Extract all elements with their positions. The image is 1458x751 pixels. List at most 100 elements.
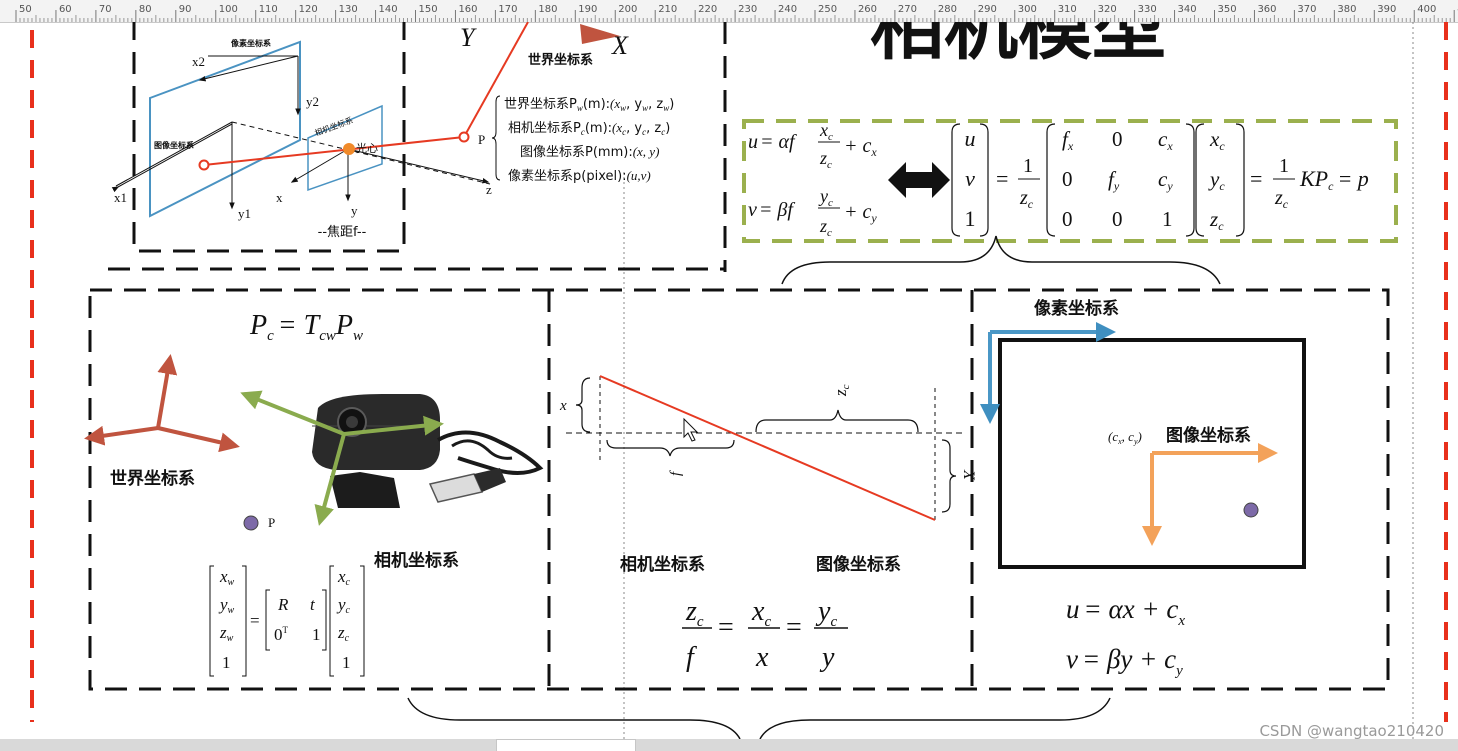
- ruler-tick-label: 380: [1337, 4, 1356, 15]
- svg-text:yc: yc: [815, 596, 837, 630]
- ruler-tick-label: 90: [179, 4, 192, 15]
- ruler-tick-label: 280: [938, 4, 957, 15]
- optical-center-dot: [343, 143, 355, 155]
- label-x1: x1: [114, 190, 127, 205]
- ruler-tick-label: 70: [99, 4, 112, 15]
- legend-line-image: 图像坐标系P(mm):(x, y): [520, 144, 659, 160]
- svg-text:yc: yc: [818, 186, 833, 209]
- big-Y: Y: [460, 23, 477, 52]
- label-P: P: [478, 132, 485, 147]
- point-P-dot: [243, 515, 259, 531]
- similar-triangle-ratio: zc f = xc x = yc y: [682, 596, 848, 673]
- svg-text:xc: xc: [819, 120, 833, 143]
- svg-text:+ cx: + cx: [844, 135, 877, 159]
- big-X: X: [611, 31, 629, 60]
- pixel-point-dot: [1243, 502, 1259, 518]
- svg-text:zc: zc: [819, 148, 832, 171]
- f-label: f: [668, 470, 684, 476]
- svg-text:fy: fy: [1108, 167, 1120, 193]
- svg-text:0T: 0T: [274, 625, 289, 644]
- bottom-outer-frame: [88, 288, 1390, 691]
- svg-text:t: t: [310, 595, 316, 614]
- world-axis-up: [156, 354, 178, 429]
- ruler-tick-label: 300: [1018, 4, 1037, 15]
- svg-text:0: 0: [1062, 207, 1073, 231]
- pixel-eq-v: v= βy + cy: [1066, 644, 1183, 679]
- ruler-tick-label: 220: [698, 4, 717, 15]
- world-axis-right: [157, 426, 240, 453]
- svg-text:像素坐标系p(pixel):(u,v): 像素坐标系p(pixel):(u,v): [508, 168, 651, 184]
- point-P-label: P: [268, 515, 275, 530]
- svg-text:=: =: [250, 611, 260, 630]
- bottom-tab[interactable]: [496, 739, 636, 751]
- extrinsic-eq: Pc= TcwPw: [249, 310, 363, 344]
- svg-text:zw: zw: [219, 623, 234, 644]
- label-y: y: [351, 203, 358, 218]
- svg-text:zc: zc: [685, 596, 704, 630]
- svg-text:0: 0: [1112, 207, 1123, 231]
- pixel-cs-label: 像素坐标系: [1034, 298, 1119, 319]
- ruler-tick-label: 200: [618, 4, 637, 15]
- ruler-tick-label: 250: [818, 4, 837, 15]
- ruler-tick-label: 400: [1417, 4, 1436, 15]
- world-cs-small: 世界坐标系: [528, 52, 593, 68]
- X-label: X: [960, 469, 977, 481]
- ruler-tick-label: 170: [498, 4, 517, 15]
- image-cs-small: 图像坐标系: [154, 140, 194, 150]
- camera-axis-1: [240, 390, 345, 436]
- bottom-scrollbar[interactable]: [0, 739, 1458, 751]
- svg-text:xc: xc: [751, 596, 771, 630]
- svg-text:zc: zc: [1274, 187, 1289, 211]
- legend-brace: [491, 95, 501, 181]
- ruler-tick-label: 180: [538, 4, 557, 15]
- svg-text:u= αf: u= αf: [748, 131, 797, 153]
- ruler-tick-label: 260: [858, 4, 877, 15]
- k-pc-equals-p: KPc= p: [1299, 166, 1369, 193]
- svg-text:世界坐标系Pw(m):(xw, yw, zw): 世界坐标系Pw(m):(xw, yw, zw): [504, 96, 674, 113]
- svg-text:zc: zc: [1209, 207, 1224, 233]
- camera-cs-label-mid: 相机坐标系: [620, 554, 705, 575]
- ruler-tick-label: 340: [1178, 4, 1197, 15]
- eq-u-projection: u= αf xc zc + cx: [748, 120, 877, 171]
- label-y1: y1: [238, 206, 251, 221]
- ruler-tick-label: 290: [978, 4, 997, 15]
- svg-text:zc: zc: [337, 623, 350, 644]
- image-cs-label-mid: 图像坐标系: [816, 554, 901, 575]
- projection-ray: [203, 136, 465, 166]
- svg-text:相机坐标系Pc(m):(xc, yc, zc): 相机坐标系Pc(m):(xc, yc, zc): [508, 120, 670, 137]
- svg-text:xw: xw: [219, 567, 235, 588]
- transform-matrix: xw yw zw 1 = R t 0T 1 xc yc zc 1: [209, 565, 365, 677]
- vec-u: u: [965, 126, 976, 151]
- frac-one: 1: [1023, 155, 1033, 177]
- ruler-tick-label: 330: [1138, 4, 1157, 15]
- watermark: CSDN @wangtao210420: [1259, 722, 1444, 740]
- svg-text:1: 1: [312, 625, 321, 644]
- ruler-tick-label: 140: [379, 4, 398, 15]
- ruler-tick-label: 160: [458, 4, 477, 15]
- svg-text:=: =: [786, 612, 802, 643]
- camera-axis-3: [314, 433, 346, 526]
- ruler-tick-label: 320: [1098, 4, 1117, 15]
- svg-text:f: f: [686, 642, 697, 673]
- focal-label: --焦距f--: [318, 225, 367, 240]
- svg-text:zc: zc: [819, 216, 832, 239]
- legend-line-camera: 相机坐标系Pc(m):(xc, yc, zc): [508, 120, 670, 137]
- label-y2: y2: [306, 94, 319, 109]
- label-x: x: [276, 190, 283, 205]
- mouse-cursor-icon: [683, 417, 699, 442]
- ruler-tick-label: 390: [1377, 4, 1396, 15]
- legend-line-pixel: 像素坐标系p(pixel):(u,v): [508, 168, 651, 184]
- svg-text:yc: yc: [1208, 167, 1225, 193]
- zc-label: zc: [831, 384, 852, 397]
- svg-text:yc: yc: [336, 595, 351, 616]
- svg-text:cy: cy: [1158, 167, 1173, 193]
- svg-text:1: 1: [1279, 155, 1289, 177]
- ruler-tick-label: 230: [738, 4, 757, 15]
- title-fragment: 相机模型: [870, 22, 1166, 70]
- camera-cs-small: 相机坐标系: [313, 115, 354, 138]
- projection-brace: [781, 235, 1221, 285]
- ruler-tick-label: 50: [19, 4, 32, 15]
- svg-text:1: 1: [1162, 207, 1173, 231]
